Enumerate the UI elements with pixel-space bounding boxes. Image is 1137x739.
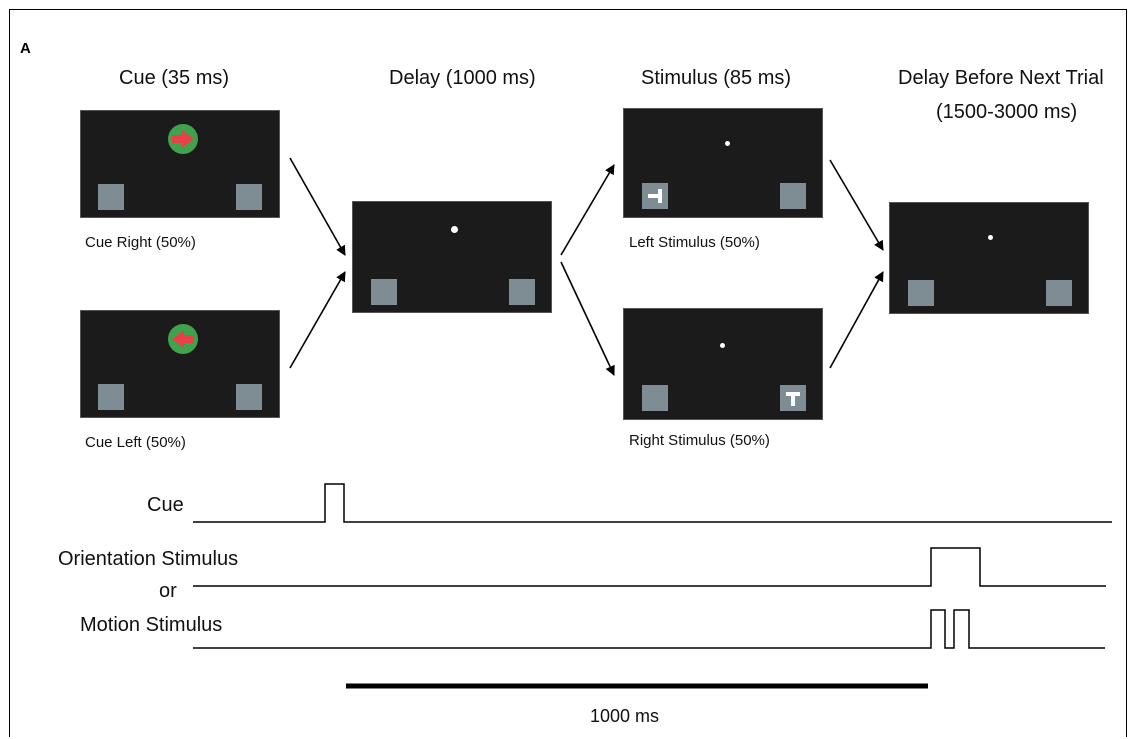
next-trial-screen bbox=[889, 202, 1089, 314]
cue-left-screen bbox=[80, 310, 280, 418]
placeholder-box-left bbox=[908, 280, 934, 306]
timeline-or-label: or bbox=[159, 580, 177, 602]
right-stimulus-screen bbox=[623, 308, 823, 420]
timeline-orientation-label: Orientation Stimulus bbox=[58, 548, 239, 570]
placeholder-box-left bbox=[98, 184, 124, 210]
arrow-cue-left-to-delay bbox=[289, 271, 346, 369]
upright-t-icon bbox=[786, 392, 800, 406]
scale-bar-label: 1000 ms bbox=[590, 706, 660, 726]
arrow-cue-right-to-delay bbox=[289, 157, 346, 256]
cue-left-label: Cue Left (50%) bbox=[85, 434, 186, 451]
figure-frame bbox=[9, 9, 1127, 737]
motion-trace bbox=[193, 609, 1105, 649]
arrow-delay-to-right-stim bbox=[560, 261, 615, 376]
placeholder-box-left bbox=[98, 384, 124, 410]
placeholder-box-left bbox=[642, 385, 668, 411]
timeline-motion-label: Motion Stimulus bbox=[80, 614, 223, 636]
stimulus-box-right bbox=[780, 385, 806, 411]
timeline-cue-label: Cue bbox=[147, 494, 184, 516]
right-stimulus-label: Right Stimulus (50%) bbox=[629, 432, 770, 449]
stimulus-box-left bbox=[642, 183, 668, 209]
header-next-trial-line2: (1500-3000 ms) bbox=[936, 101, 1078, 123]
placeholder-box-right bbox=[509, 279, 535, 305]
placeholder-box-right bbox=[236, 184, 262, 210]
placeholder-box-left bbox=[371, 279, 397, 305]
arrow-right-stim-to-next bbox=[829, 271, 884, 369]
delay-screen bbox=[352, 201, 552, 313]
placeholder-box-right bbox=[236, 384, 262, 410]
fixation-dot bbox=[988, 235, 993, 240]
arrow-delay-to-left-stim bbox=[560, 164, 615, 256]
fixation-dot bbox=[451, 226, 458, 233]
header-cue: Cue (35 ms) bbox=[119, 67, 230, 89]
cue-right-arrow-icon bbox=[168, 124, 198, 154]
flow-arrows bbox=[289, 157, 884, 376]
cue-trace bbox=[193, 483, 1112, 523]
arrow-left-stim-to-next bbox=[829, 159, 884, 251]
cue-right-screen bbox=[80, 110, 280, 218]
orientation-trace bbox=[193, 547, 1106, 587]
cue-right-label: Cue Right (50%) bbox=[85, 234, 196, 251]
placeholder-box-right bbox=[1046, 280, 1072, 306]
panel-label: A bbox=[20, 40, 31, 57]
header-delay: Delay (1000 ms) bbox=[389, 67, 536, 89]
placeholder-box-right bbox=[780, 183, 806, 209]
fixation-dot bbox=[725, 141, 730, 146]
left-stimulus-label: Left Stimulus (50%) bbox=[629, 234, 760, 251]
rotated-t-icon bbox=[648, 189, 662, 203]
cue-left-arrow-icon bbox=[168, 324, 198, 354]
header-stimulus: Stimulus (85 ms) bbox=[641, 67, 792, 89]
fixation-dot bbox=[720, 343, 725, 348]
header-next-trial-line1: Delay Before Next Trial bbox=[898, 67, 1104, 89]
left-stimulus-screen bbox=[623, 108, 823, 218]
